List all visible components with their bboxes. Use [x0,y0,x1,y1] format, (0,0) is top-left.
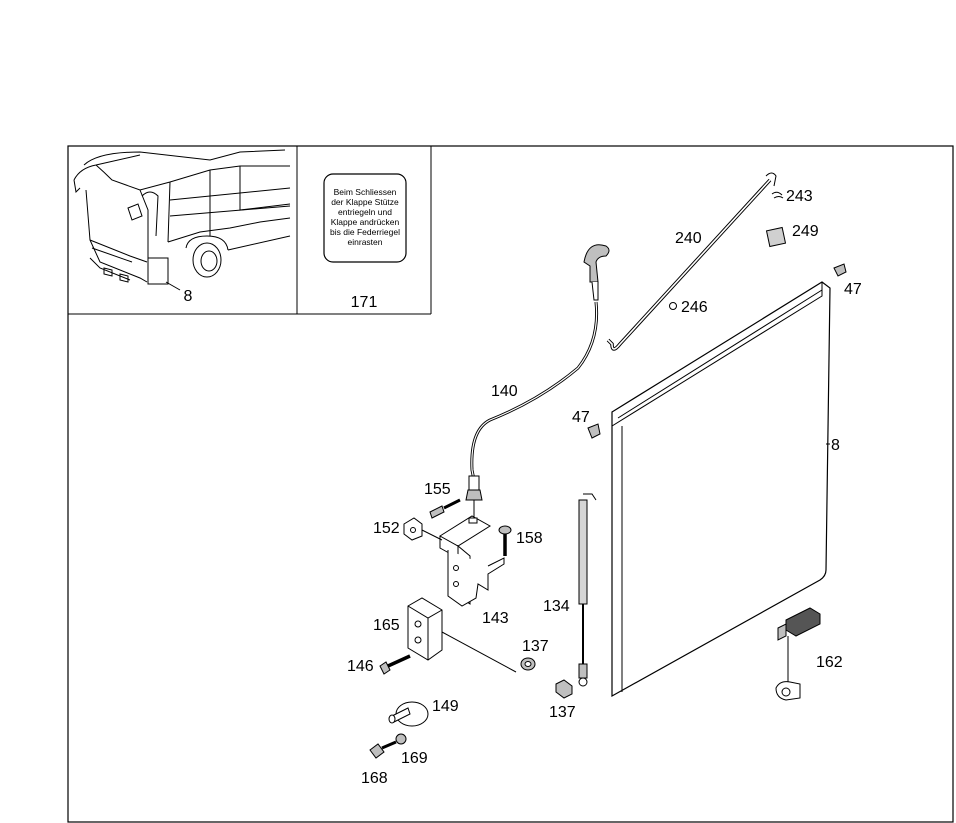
bus-illustration [73,149,291,291]
striker-165 [407,597,443,661]
callout-134: 134 [543,598,570,615]
screw-168 [369,740,397,759]
callout-labels: 243 249 240 47 246 140 47 8 155 152 158 … [347,188,862,787]
stay-rod [606,172,777,351]
callout-137-upper: 137 [522,638,549,655]
callout-140: 140 [491,383,518,400]
callout-8: 8 [831,437,840,454]
bushing-246 [669,302,677,310]
warning-sticker [323,173,407,263]
callout-47-lower: 47 [572,409,590,426]
sticker-line-1: Beim Schliessen [334,187,397,197]
diagram-frame [67,145,954,823]
pin-149 [388,701,429,727]
callout-165: 165 [373,617,400,634]
sticker-line-2: der Klappe Stütze [331,197,399,207]
warning-sticker-text: Beim Schliessen der Klappe Stütze entrie… [330,187,400,247]
callout-47-upper: 47 [844,281,862,298]
callout-137-lower: 137 [549,704,576,721]
bracket-143 [439,515,505,607]
cable-end [465,475,483,524]
screw-155 [429,498,461,519]
inset-vehicle-callout: 8 [184,288,193,305]
washer-169 [395,733,407,745]
callout-162: 162 [816,654,843,671]
screw-158 [498,525,512,556]
clip-243 [771,191,784,199]
screw-146 [379,654,411,675]
callout-149: 149 [432,698,459,715]
inset-sticker-callout: 171 [351,294,378,311]
bolt-47-upper [833,263,847,277]
sticker-line-6: einrasten [348,237,383,247]
sticker-line-3: entriegeln und [338,207,392,217]
bolt-47-lower [587,423,601,439]
release-handle [583,244,610,301]
label-249 [765,226,787,248]
nut-152 [403,517,423,541]
sticker-line-4: Klappe andrücken [331,217,400,227]
callout-243: 243 [786,188,813,205]
callout-146: 146 [347,658,374,675]
callout-169: 169 [401,750,428,767]
callout-152: 152 [373,520,400,537]
flap-panel [611,281,831,698]
callout-168: 168 [361,770,388,787]
washer-137-upper [520,657,536,671]
sticker-line-5: bis die Federriegel [330,227,400,237]
nut-137-lower [555,679,573,699]
switch-162 [775,607,821,701]
callout-246: 246 [681,299,708,316]
gas-strut [578,493,597,687]
callout-143: 143 [482,610,509,627]
callout-240: 240 [675,230,702,247]
callout-155: 155 [424,481,451,498]
callout-249: 249 [792,223,819,240]
callout-158: 158 [516,530,543,547]
